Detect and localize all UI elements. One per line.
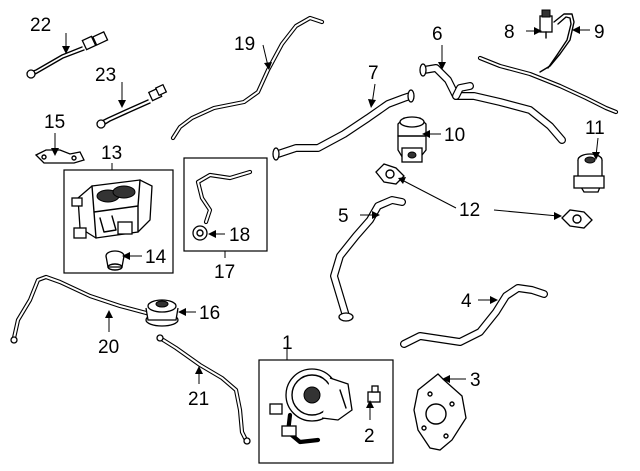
callout-18: 18 xyxy=(229,225,250,246)
callout-1: 1 xyxy=(282,333,293,354)
canister-cap-14 xyxy=(105,250,125,271)
callout-5: 5 xyxy=(338,206,349,227)
air-hose-5 xyxy=(330,196,406,322)
callout-16: 16 xyxy=(199,303,220,324)
callout-2: 2 xyxy=(364,426,375,447)
vacuum-tube-19 xyxy=(170,15,325,141)
callout-8: 8 xyxy=(504,22,515,43)
arrowheads xyxy=(51,26,600,408)
harness-9 xyxy=(477,13,619,115)
oxygen-sensor-22 xyxy=(26,30,109,79)
callout-22: 22 xyxy=(30,15,51,36)
callout-6: 6 xyxy=(432,24,443,45)
callout-21: 21 xyxy=(188,389,209,410)
check-valve-16 xyxy=(145,299,179,327)
bracket-15 xyxy=(34,149,85,164)
callout-labels: 1 2 3 4 5 6 7 8 9 10 11 12 13 14 15 16 1… xyxy=(30,15,605,447)
air-hose-4 xyxy=(400,284,548,348)
oxygen-sensor-23 xyxy=(96,83,168,129)
charcoal-canister-13 xyxy=(71,179,153,239)
callout-9: 9 xyxy=(594,22,605,43)
air-tube-20 xyxy=(10,274,168,344)
pump-bracket-3 xyxy=(413,373,467,451)
air-pump-group-box xyxy=(258,359,394,464)
air-pump-1 xyxy=(269,368,353,445)
callout-11: 11 xyxy=(585,118,605,139)
vent-hose-6 xyxy=(419,63,566,144)
gasket-12a xyxy=(375,163,405,185)
canister-group-box xyxy=(63,169,174,274)
callout-20: 20 xyxy=(98,337,119,358)
callout-19: 19 xyxy=(234,34,255,55)
callout-7: 7 xyxy=(368,63,379,84)
callout-3: 3 xyxy=(470,370,481,391)
egr-valve-11 xyxy=(573,153,605,193)
egr-pipe-7 xyxy=(272,89,415,161)
egr-valve-10 xyxy=(397,116,427,163)
pump-connector-2 xyxy=(367,385,381,403)
callout-14: 14 xyxy=(145,247,167,268)
callout-15: 15 xyxy=(44,112,65,133)
clip-18 xyxy=(192,225,208,241)
gasket-12b xyxy=(561,209,593,229)
callout-10: 10 xyxy=(444,125,465,146)
callout-23: 23 xyxy=(95,65,116,86)
callout-13: 13 xyxy=(101,143,122,164)
callout-17: 17 xyxy=(214,262,235,283)
sensor-8 xyxy=(539,9,553,39)
callout-12: 12 xyxy=(459,200,480,221)
air-tube-21 xyxy=(156,334,251,445)
callout-4: 4 xyxy=(461,291,472,312)
purge-hose-17 xyxy=(195,169,253,225)
